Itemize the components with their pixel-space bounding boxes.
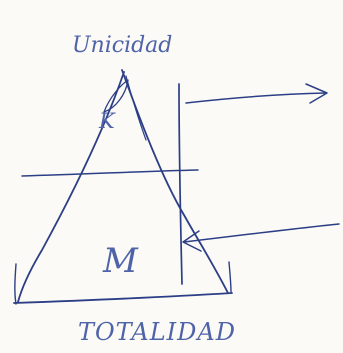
incoming-arrow-head — [182, 230, 202, 252]
outgoing-arrow-shaft — [185, 92, 327, 104]
apex-loop — [103, 79, 129, 113]
label-unicidad: Unicidad — [72, 33, 172, 58]
label-totalidad: TOTALIDAD — [78, 318, 236, 346]
label-inner-top: K — [98, 109, 116, 133]
right-corner-tick — [228, 261, 232, 293]
left-corner-tick — [14, 263, 17, 305]
outgoing-arrow-head — [305, 83, 328, 104]
triangle-left-edge — [17, 71, 125, 303]
vertical-axis-line — [178, 83, 183, 285]
horizontal-cross-line — [21, 169, 199, 177]
label-m: M — [102, 241, 139, 281]
triangle-right-edge — [121, 69, 229, 294]
triangle-base — [13, 292, 233, 304]
incoming-arrow-shaft — [183, 223, 340, 243]
